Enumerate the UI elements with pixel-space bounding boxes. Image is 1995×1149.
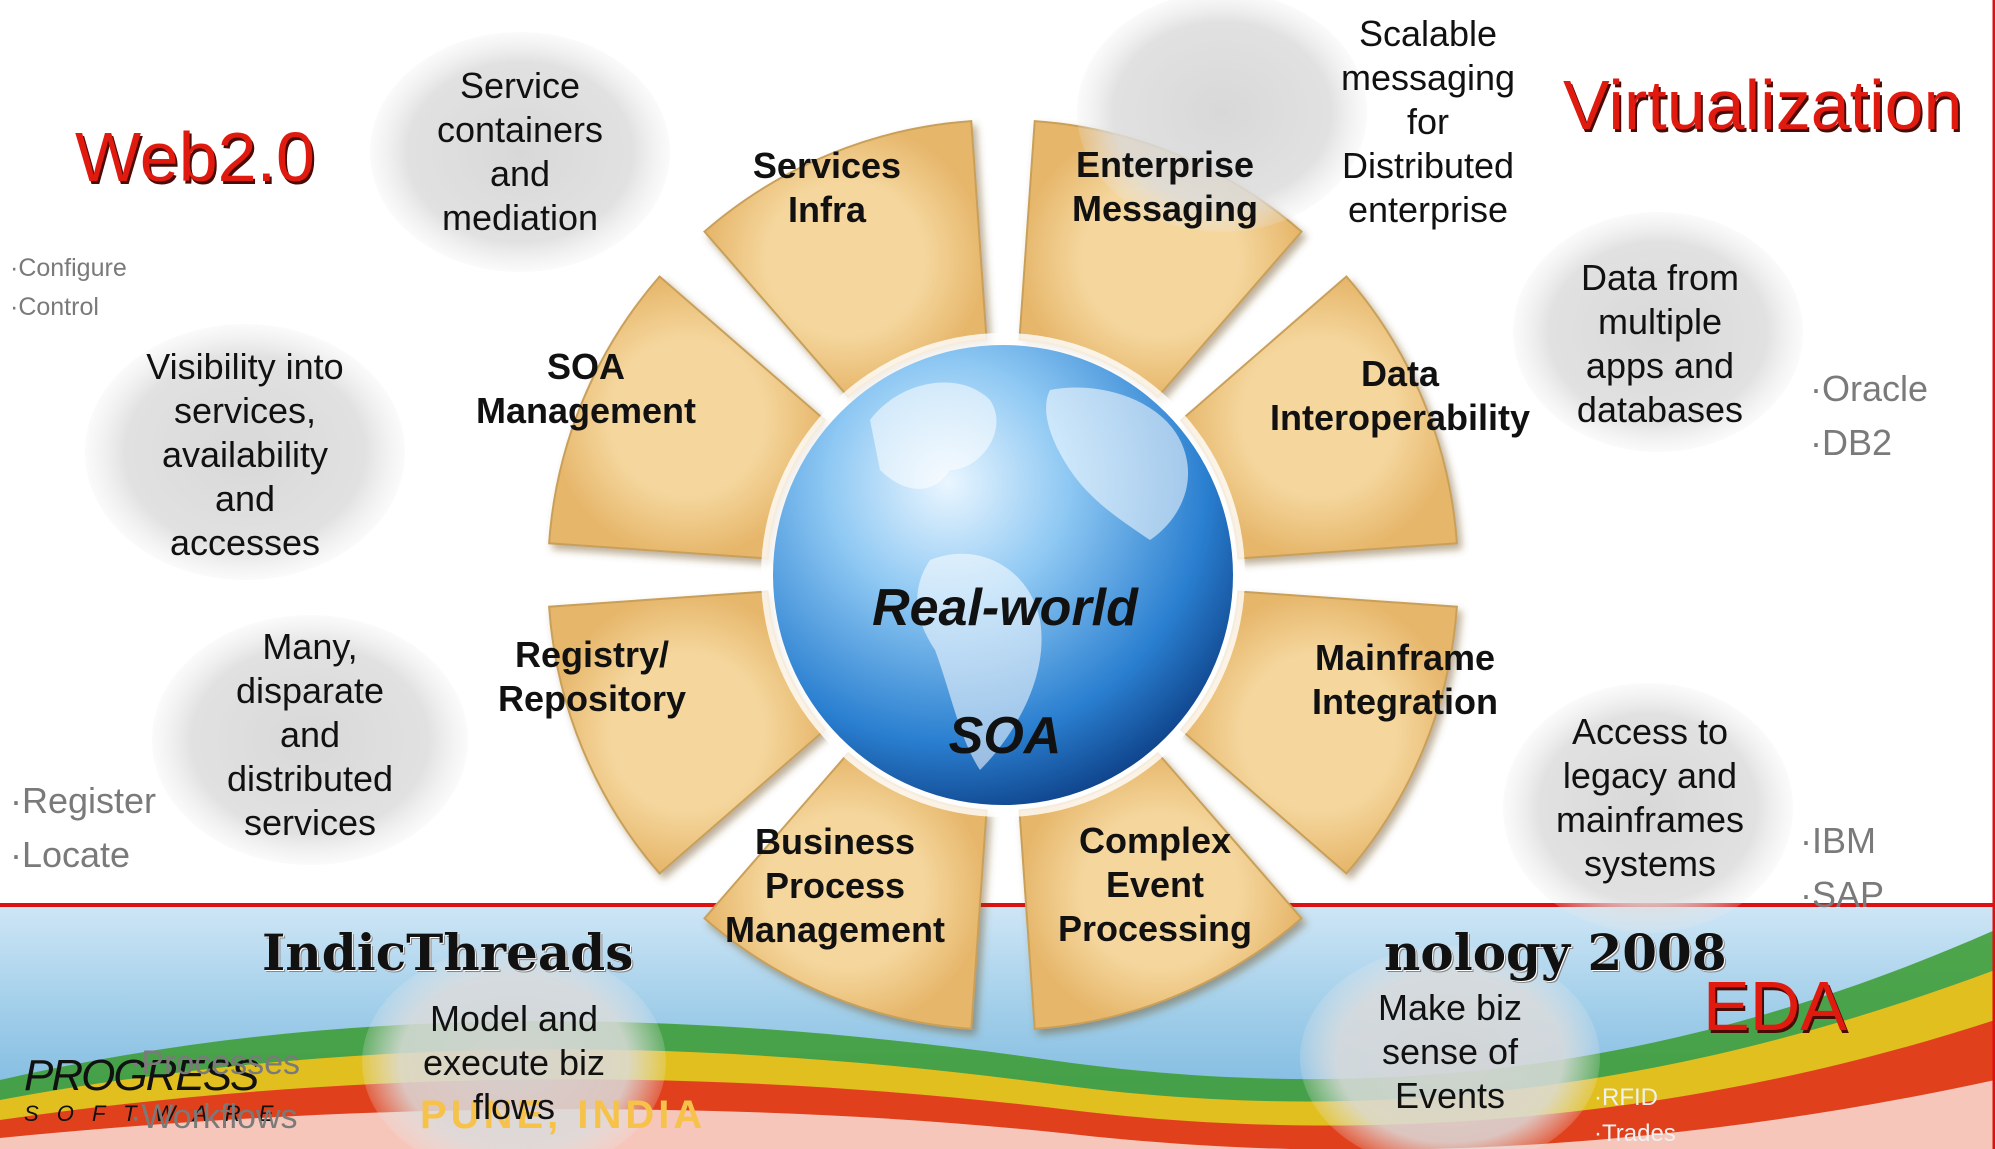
center-title: Real-world SOA [820,512,1190,832]
bubble-label-scalable-messaging: Scalable messaging for Distributed enter… [1340,13,1516,230]
wheel-segments [548,120,1458,1030]
note-trades: ·Trades [1594,1120,1676,1147]
bubble-scalable-messaging [1077,0,1367,232]
note-oracle: ·Oracle [1810,368,1929,409]
note-processes: ·Processes [130,1044,301,1082]
bubble-label-visibility-services: Visibility into services, availability a… [146,346,344,563]
banner-city: PUNE, INDIA [420,1093,707,1137]
bubble-layer [85,0,1803,1149]
bubble-label-legacy-access: Access to legacy and mainframes systems [1555,711,1745,884]
bubble-label-biz-sense-events: Make biz sense of Events [1377,987,1523,1116]
segment-label-services-infra: Services Infra [752,145,902,230]
globe-continent-1 [870,382,997,489]
segment-label-soa-management: SOA Management [475,346,697,431]
segment-label-complex-event-processing: Complex Event Processing [1057,820,1253,949]
segment-label-data-interoperability: Data Interoperability [1269,353,1531,438]
logo-tagline: S O F T W A R E [24,1101,280,1126]
bubble-label-model-biz-flows: Model and execute biz flows [422,998,606,1127]
note-db2: ·DB2 [1810,422,1893,463]
bubble-service-containers [370,32,670,272]
banner-right-text: nology 2008 [1384,923,1727,982]
note-sap: ·SAP [1800,874,1885,915]
progress-logo: PROGRESS S O F T W A R E [24,1052,279,1128]
logo-word: PROGRESS [24,1051,259,1100]
bubble-biz-sense-events [1300,946,1600,1149]
heading-virtualization: Virtualization [1563,66,1963,144]
segment-label-mainframe-integration: Mainframe Integration [1312,637,1498,722]
segment-label-business-process-management: Business Process Management [724,821,946,950]
bubble-label-disparate-services: Many, disparate and distributed services [226,626,394,843]
note-rfid: ·RFID [1594,1084,1658,1111]
note-ibm: ·IBM [1800,820,1876,861]
bubble-data-multiple-apps [1513,212,1803,452]
heading-eda: EDA [1703,967,1847,1045]
center-title-line2: SOA [948,707,1062,765]
bubble-disparate-services [152,615,468,865]
note-control: ·Control [10,293,99,321]
banner-left-text: IndicThreads [262,923,634,982]
note-locate: ·Locate [10,834,131,875]
bubble-visibility-services [85,324,405,580]
bubble-legacy-access [1503,683,1793,933]
globe-continent-2 [917,553,1042,770]
heading-web20: Web2.0 [75,118,315,196]
segment-label-registry-repository: Registry/ Repository [497,634,687,719]
bubble-label-service-containers: Service containers and mediation [436,65,604,238]
bubble-model-biz-flows [362,947,666,1149]
globe-continent-3 [1046,387,1189,540]
note-configure: ·Configure [10,254,127,282]
globe [761,333,1245,817]
segment-label-enterprise-messaging: Enterprise Messaging [1071,144,1259,229]
bubble-label-data-multiple-apps: Data from multiple apps and databases [1576,257,1744,430]
note-register: ·Register [10,780,157,821]
note-workflows: ·Workflows [130,1098,298,1136]
center-title-line1: Real-world [872,579,1138,637]
